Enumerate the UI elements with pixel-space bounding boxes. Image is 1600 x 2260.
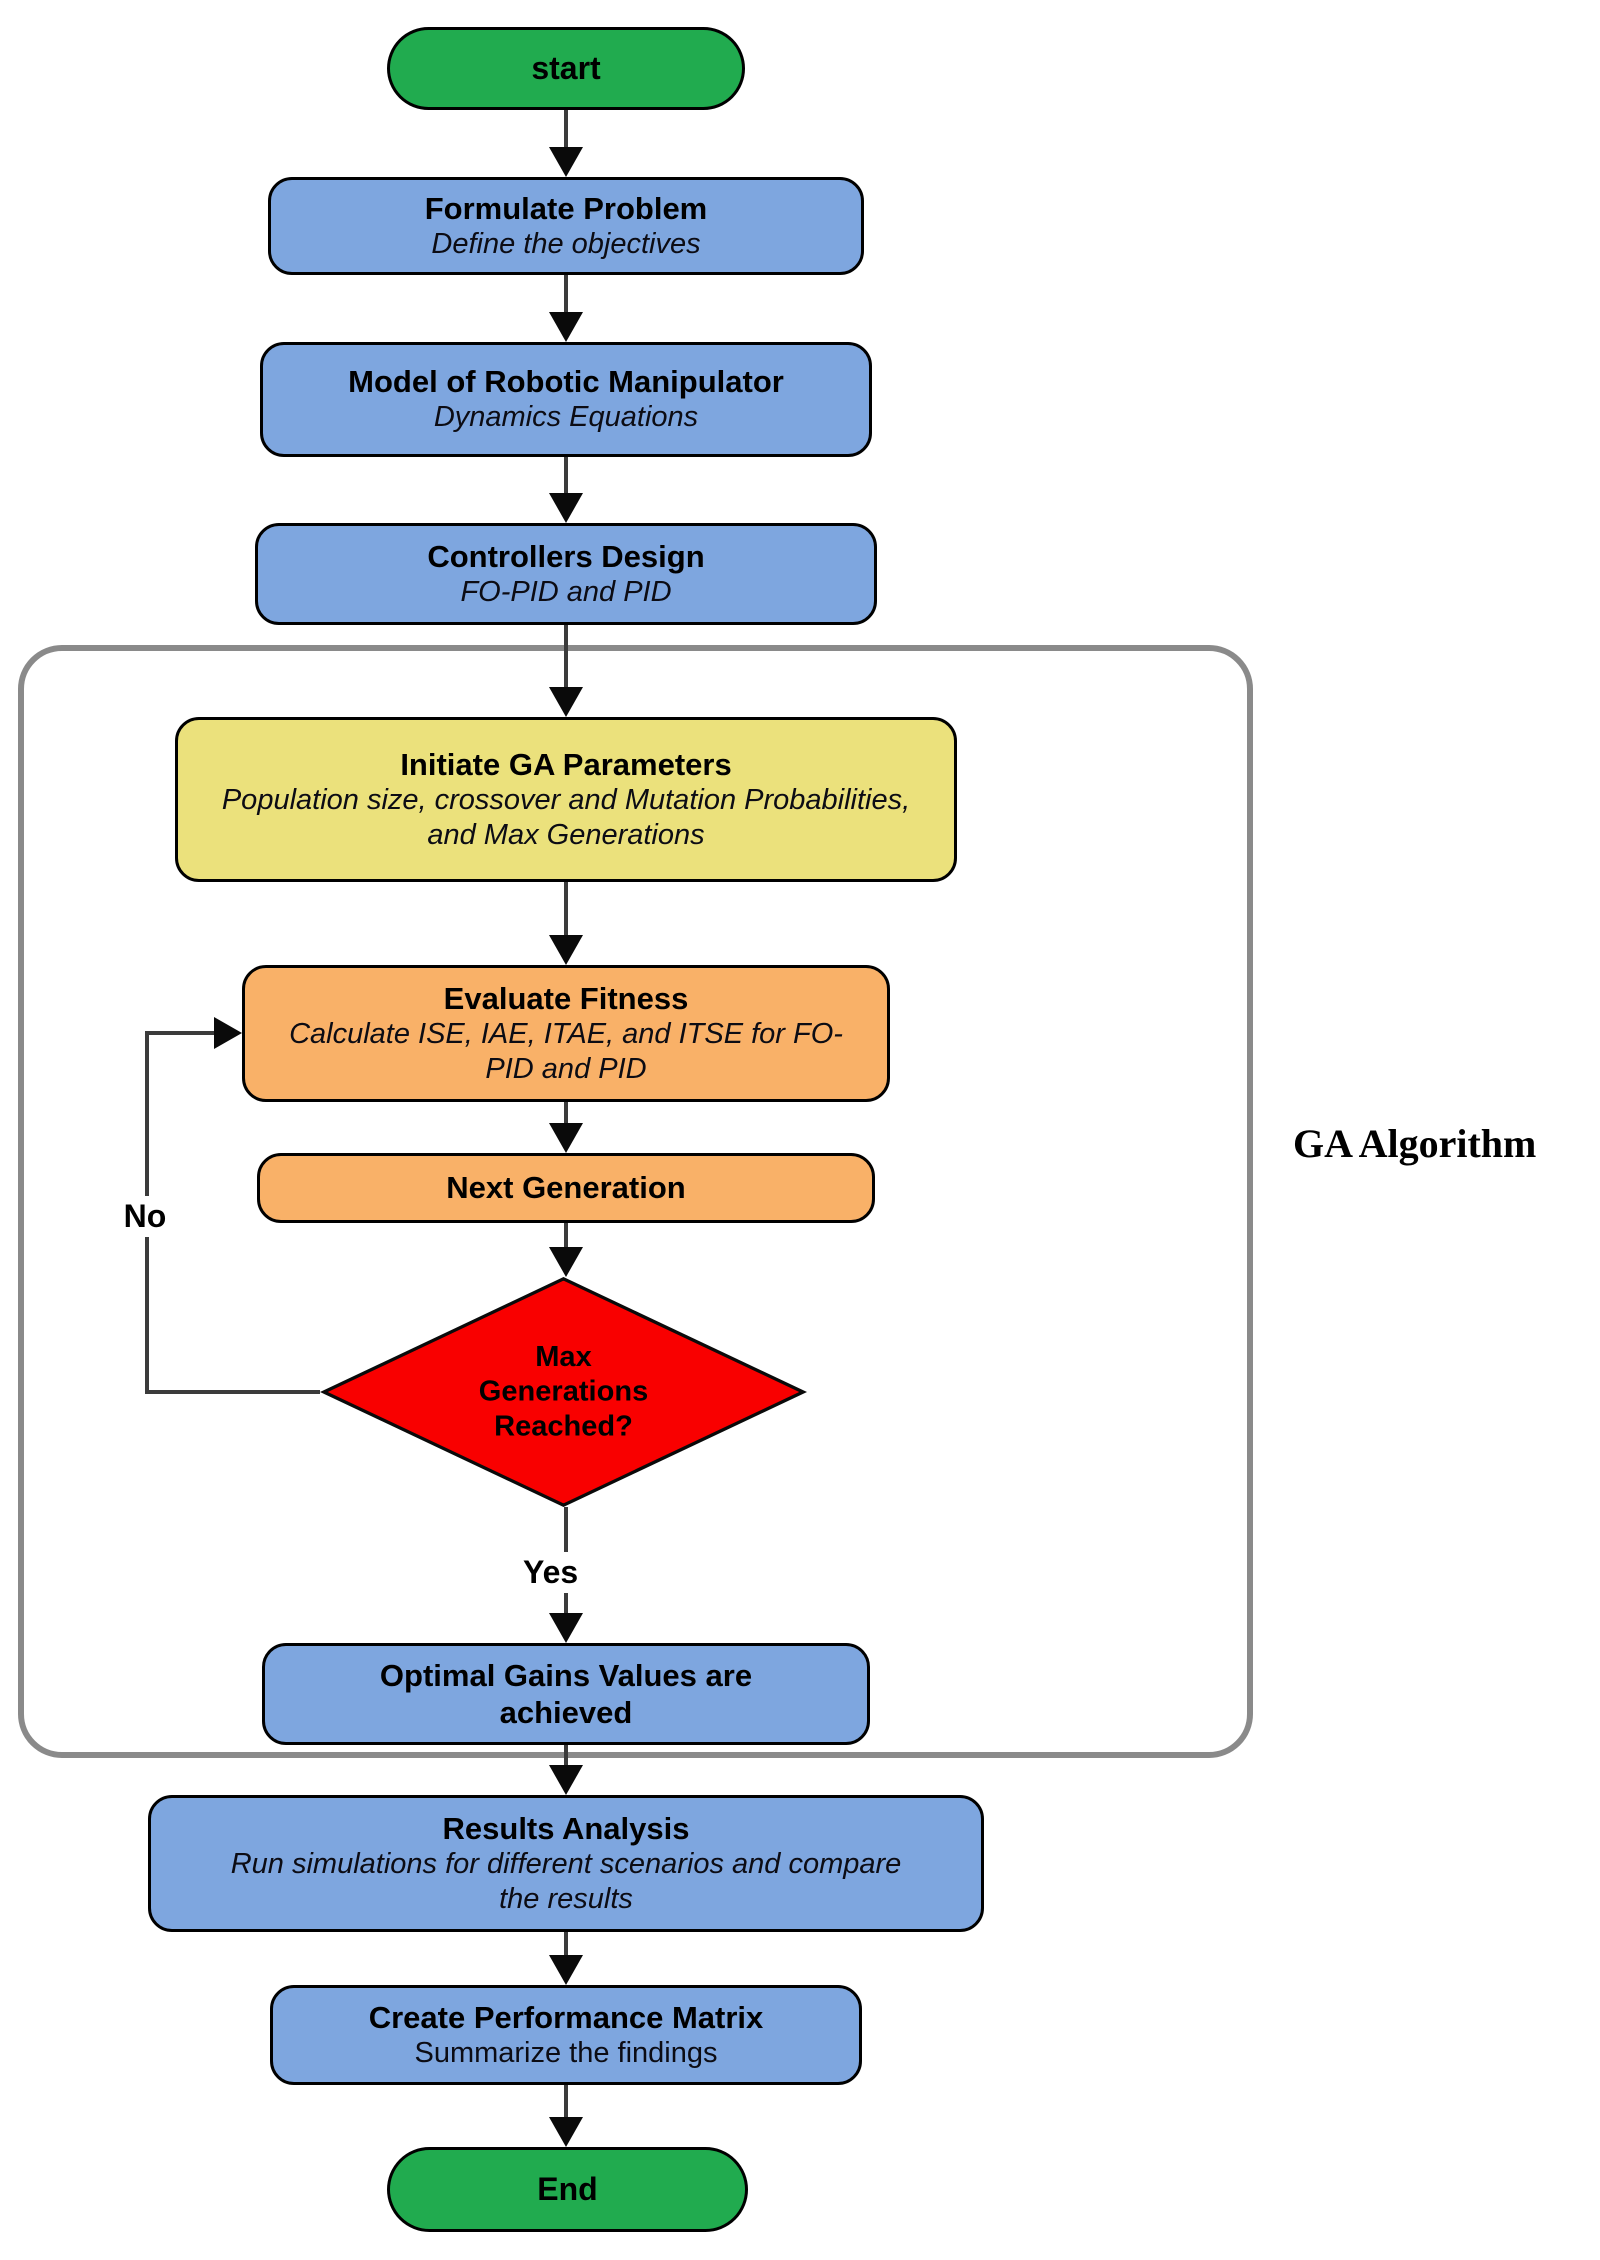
arrow-line — [564, 1932, 568, 1955]
node-create-performance-matrix: Create Performance Matrix Summarize the … — [270, 1985, 862, 2085]
node-start: start — [387, 27, 745, 110]
edge-line — [145, 1390, 320, 1394]
node-end: End — [387, 2147, 748, 2232]
node-title: Formulate Problem — [424, 190, 708, 226]
arrowhead-down-icon — [549, 493, 583, 523]
arrow-line — [564, 1745, 568, 1765]
node-subtitle: Define the objectives — [431, 227, 701, 260]
node-title: Max Generations Reached? — [478, 1340, 649, 1443]
node-title: Initiate GA Parameters — [400, 746, 732, 782]
arrowhead-right-icon — [214, 1017, 242, 1049]
node-title: Results Analysis — [442, 1810, 690, 1846]
node-end-label: End — [537, 2171, 598, 2208]
node-results-analysis: Results Analysis Run simulations for dif… — [148, 1795, 984, 1932]
ga-algorithm-group-label: GA Algorithm — [1293, 1121, 1537, 1166]
arrow-line — [564, 457, 568, 493]
arrowhead-down-icon — [549, 312, 583, 342]
node-optimal-gains: Optimal Gains Values are achieved — [262, 1643, 870, 1745]
node-formulate-problem: Formulate Problem Define the objectives — [268, 177, 864, 275]
arrowhead-down-icon — [549, 935, 583, 965]
edge-line — [145, 1031, 216, 1035]
arrowhead-down-icon — [549, 1123, 583, 1153]
node-subtitle: Summarize the findings — [414, 2036, 718, 2069]
edge-label-yes: Yes — [515, 1552, 587, 1593]
arrow-line — [564, 1102, 568, 1123]
node-title: Optimal Gains Values are achieved — [379, 1657, 753, 1730]
node-initiate-ga-parameters: Initiate GA Parameters Population size, … — [175, 717, 957, 882]
node-controllers-design: Controllers Design FO-PID and PID — [255, 523, 877, 625]
node-next-generation: Next Generation — [257, 1153, 875, 1223]
arrow-line — [564, 110, 568, 150]
node-subtitle: Calculate ISE, IAE, ITAE, and ITSE for F… — [289, 1017, 843, 1086]
arrow-line — [564, 275, 568, 315]
arrowhead-down-icon — [549, 687, 583, 717]
arrowhead-down-icon — [549, 1955, 583, 1985]
edge-label-no: No — [103, 1196, 187, 1237]
node-subtitle: Dynamics Equations — [433, 401, 699, 434]
node-title: Next Generation — [446, 1170, 686, 1206]
node-evaluate-fitness: Evaluate Fitness Calculate ISE, IAE, ITA… — [242, 965, 890, 1102]
node-title: Model of Robotic Manipulator — [348, 364, 784, 400]
arrowhead-down-icon — [549, 1765, 583, 1795]
node-title: Controllers Design — [427, 538, 705, 574]
node-model-robotic-manipulator: Model of Robotic Manipulator Dynamics Eq… — [260, 342, 872, 457]
node-start-label: start — [531, 50, 601, 87]
arrowhead-down-icon — [549, 147, 583, 177]
node-title: Evaluate Fitness — [443, 980, 689, 1016]
arrow-line — [564, 1223, 568, 1247]
arrow-line — [564, 625, 568, 687]
arrow-line — [564, 882, 568, 935]
node-title: Create Performance Matrix — [368, 1999, 764, 2035]
node-subtitle: FO-PID and PID — [460, 575, 672, 608]
node-subtitle: Population size, crossover and Mutation … — [221, 783, 911, 852]
node-subtitle: Run simulations for different scenarios … — [230, 1847, 902, 1916]
arrowhead-down-icon — [549, 1247, 583, 1277]
arrow-line — [564, 2085, 568, 2117]
ga-algorithm-group-border — [18, 645, 1253, 1758]
arrowhead-down-icon — [549, 2117, 583, 2147]
arrowhead-down-icon — [549, 1613, 583, 1643]
